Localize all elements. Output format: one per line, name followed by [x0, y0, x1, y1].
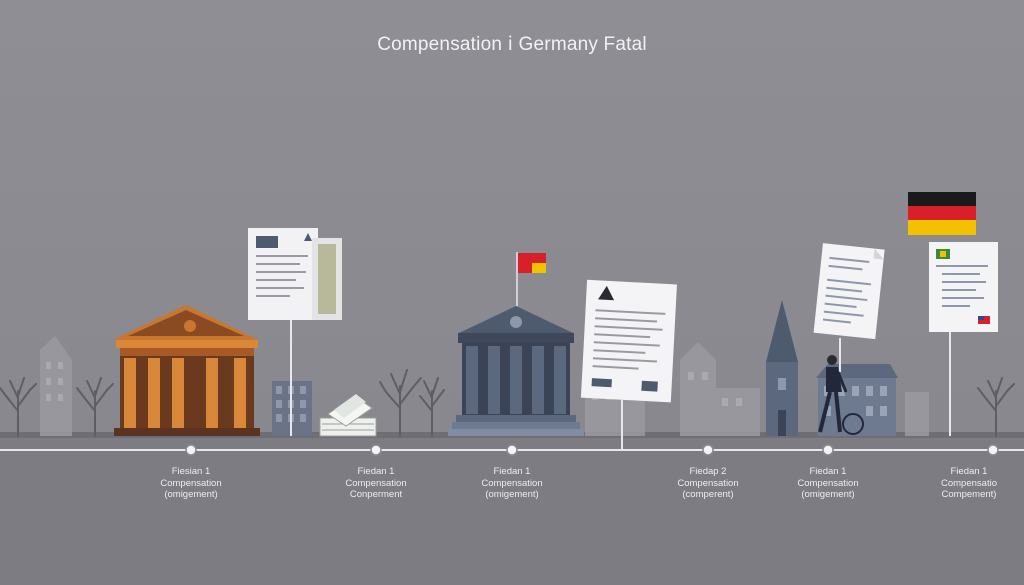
page-title: Compensation ⅰ Germany Fatal — [377, 34, 647, 55]
milestone-dot — [370, 444, 382, 456]
german-flag-icon — [908, 192, 976, 235]
document-sign-6 — [929, 242, 998, 436]
milestone-label-line3: (comperent) — [682, 489, 734, 500]
milestone-label-line1: Fiesian 1 — [171, 466, 211, 477]
milestone-label-line2: Compensation — [481, 477, 543, 489]
background-buildings — [40, 336, 929, 436]
milestone-dot — [822, 444, 834, 456]
milestone-label-line1: Fiedan 1 — [493, 466, 531, 477]
milestone-label-line2: Compensatio — [941, 477, 997, 489]
milestone-dot — [185, 444, 197, 456]
milestone-label-line3: (omigement) — [485, 489, 539, 500]
courthouse-icon — [113, 305, 260, 436]
bare-trees — [0, 369, 1015, 437]
milestone-dot — [987, 444, 999, 456]
paper-stack-icon — [319, 394, 377, 437]
church-icon — [766, 300, 798, 436]
milestone-label-line2: Compensation — [677, 477, 739, 489]
milestone-label-line3: (omigement) — [164, 489, 218, 500]
document-sign-3 — [580, 279, 677, 450]
milestone-label-line1: Fiedap 2 — [689, 466, 727, 477]
milestone-label-line3: Conperment — [349, 489, 403, 500]
milestone-label-line2: Compensation — [797, 477, 859, 489]
milestone-label-line2: Compensation — [345, 477, 407, 489]
milestone-markers — [185, 444, 999, 456]
milestone-label-line2: Compensation — [160, 477, 222, 489]
milestone-label-line1: Fiedan 1 — [357, 466, 395, 477]
walking-man-icon — [818, 355, 864, 435]
milestone-label-line1: Fiedan 1 — [809, 466, 847, 477]
milestone-label-line1: Fiedan 1 — [950, 466, 988, 477]
milestone-label-line3: Compement) — [941, 489, 997, 500]
bank-icon — [448, 252, 584, 436]
document-sign-1 — [248, 228, 342, 436]
milestone-dot — [506, 444, 518, 456]
document-sign-5 — [813, 243, 885, 372]
milestone-dot — [702, 444, 714, 456]
milestone-label-line3: (omigement) — [801, 489, 855, 500]
ground — [0, 436, 1024, 585]
